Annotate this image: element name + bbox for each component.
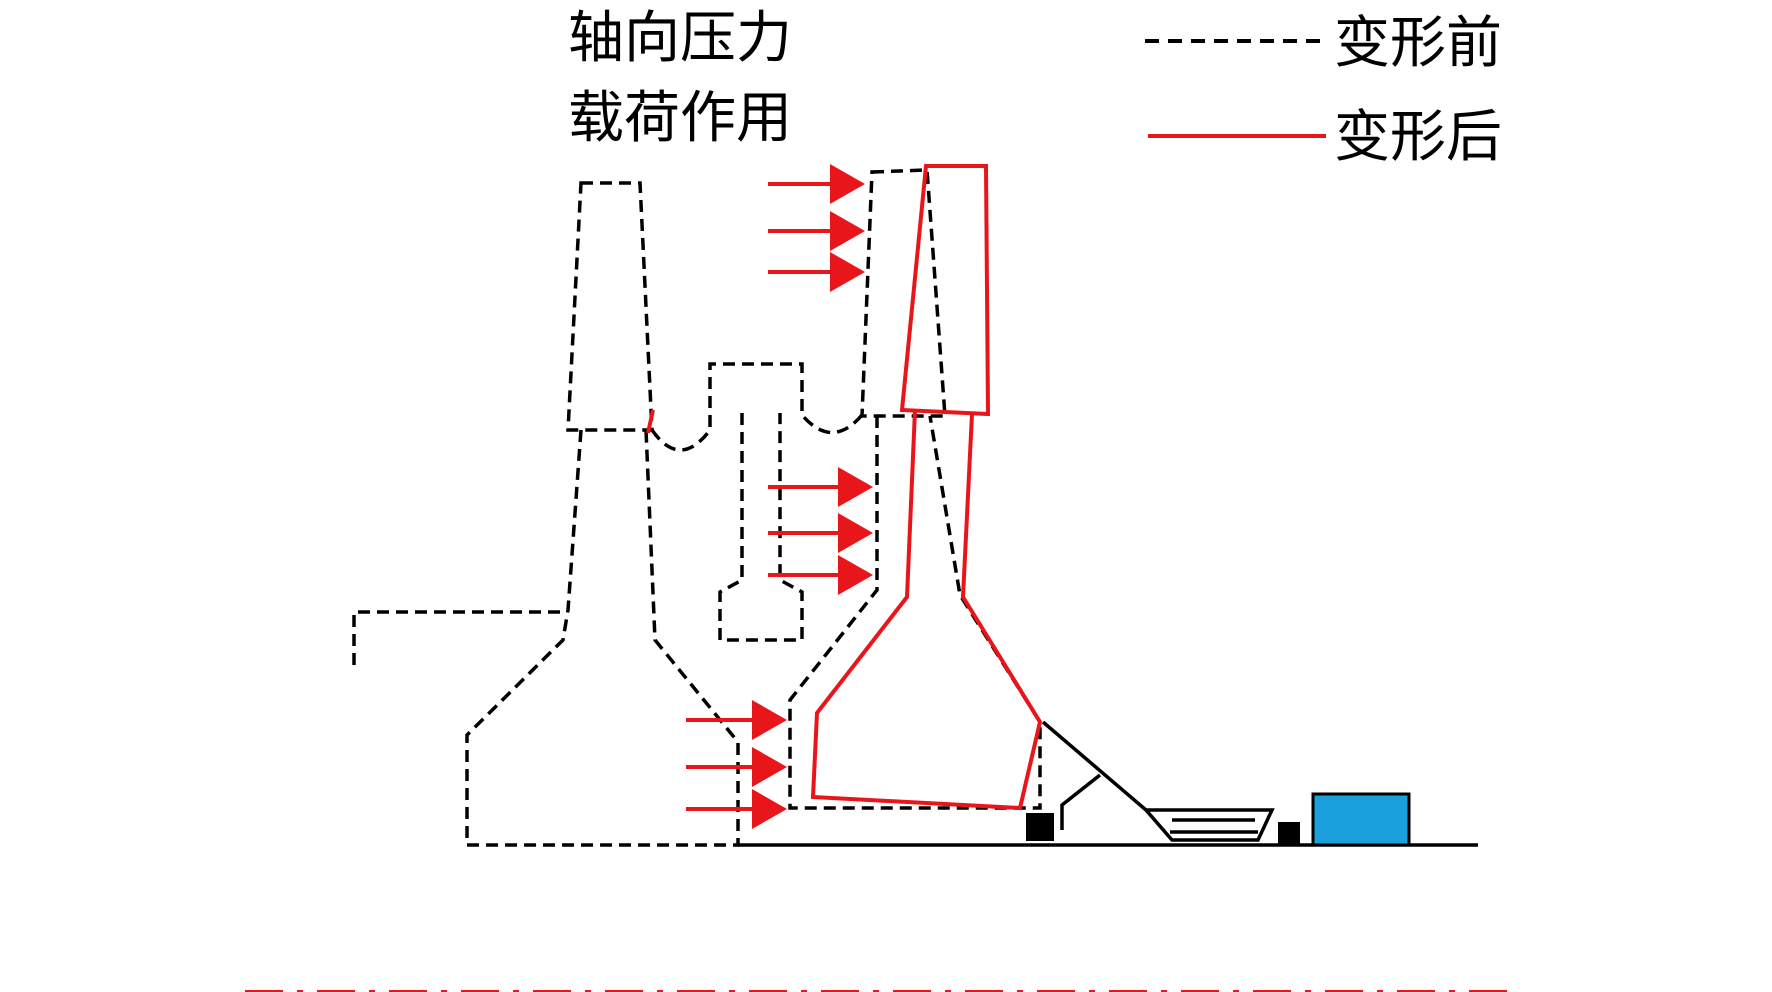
load-label-line2: 载荷作用: [568, 86, 792, 151]
load-arrowhead: [752, 700, 787, 740]
bearing-frame: [1142, 808, 1275, 842]
load-arrowhead: [830, 211, 865, 251]
support-leg: [1060, 773, 1102, 830]
load-arrowhead: [752, 747, 787, 787]
load-arrowhead: [838, 513, 873, 553]
blue-block: [1311, 792, 1411, 847]
right-stem-outline: [788, 415, 1042, 810]
hub-outline: [650, 362, 864, 452]
load-arrowhead: [838, 467, 873, 507]
load-arrowhead: [830, 164, 865, 204]
left-crown-outline: [566, 181, 654, 432]
black-block-right: [1278, 822, 1300, 844]
left-stem-outline: [465, 429, 740, 847]
support-brace: [1041, 720, 1148, 812]
legend-after-label: 变形后: [1334, 105, 1502, 170]
arrow-group-bottom: [686, 700, 787, 829]
arrow-group-top: [768, 164, 865, 292]
before-outline: [352, 168, 1042, 847]
load-arrows: [686, 164, 873, 829]
load-label-line1: 轴向压力: [568, 6, 792, 71]
after-body-outline: [810, 409, 1043, 811]
hub-stem-outline: [718, 413, 804, 642]
left-step-outline: [352, 610, 563, 665]
legend: 变形前 变形后: [1145, 11, 1502, 170]
legend-before-label: 变形前: [1334, 11, 1502, 76]
load-arrowhead: [830, 252, 865, 292]
right-crown-outline: [860, 168, 947, 418]
arrow-group-middle: [768, 467, 873, 595]
after-outline: [646, 164, 1043, 811]
load-arrowhead: [752, 789, 787, 829]
after-joint-tick: [646, 409, 655, 434]
load-arrowhead: [838, 555, 873, 595]
after-crown-outline: [899, 164, 991, 417]
black-block-left: [1026, 813, 1054, 841]
